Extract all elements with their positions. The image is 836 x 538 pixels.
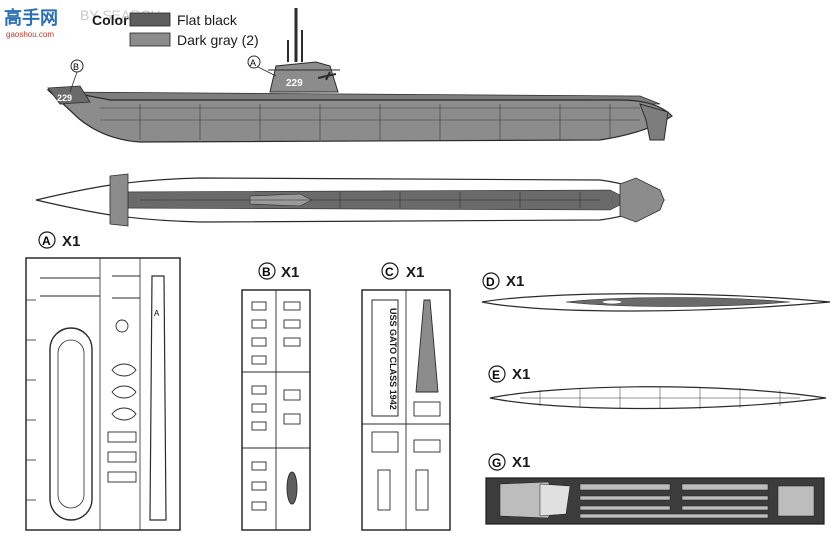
submarine-side-view: 229 229 B A xyxy=(46,8,673,143)
sprue-b-parts xyxy=(242,290,310,530)
sprue-c-group: C X1 USS GATO CLASS 1942 xyxy=(361,262,451,531)
sprue-b-letter: B xyxy=(262,265,271,279)
top-stern-planes xyxy=(619,177,665,223)
top-deck-grating xyxy=(140,192,600,208)
part-e-hull xyxy=(489,386,827,410)
submarine-top-view xyxy=(35,173,666,227)
part-d-qty: X1 xyxy=(506,273,524,290)
part-e-badge xyxy=(488,365,506,383)
sprue-a-oval-inner xyxy=(57,339,85,509)
part-e-group: E X1 xyxy=(488,365,827,410)
main-hull xyxy=(46,89,673,143)
hull-panel-lines xyxy=(100,104,640,140)
part-e-letter: E xyxy=(492,368,500,382)
color-legend: Color: Flat black Dark gray (2) xyxy=(92,12,259,48)
sprue-a-oval-part xyxy=(49,327,93,521)
part-d-badge xyxy=(482,272,500,290)
bow-hull-number: 229 xyxy=(57,93,72,103)
sprue-c-letter: C xyxy=(385,265,394,279)
part-g-group: G X1 xyxy=(485,453,825,525)
sprue-a-deck-mark: A xyxy=(154,309,160,318)
sprue-a-gates xyxy=(26,258,141,530)
legend-label-flat-black: Flat black xyxy=(177,12,238,28)
legend-heading: Color: xyxy=(92,12,133,28)
callout-b-letter: B xyxy=(73,62,79,72)
sprue-a-small-parts xyxy=(40,275,140,483)
callout-a-letter: A xyxy=(250,58,256,68)
part-g-etched-parts xyxy=(499,481,815,519)
sprue-a-group: A X1 A xyxy=(25,231,181,531)
sprue-c-parts xyxy=(362,290,450,530)
callout-b-leader xyxy=(69,71,78,93)
top-bow-planes xyxy=(109,173,129,227)
bow-section xyxy=(47,85,91,105)
watermark-site-url: gaoshou.com xyxy=(6,30,54,39)
legend-label-dark-gray: Dark gray (2) xyxy=(177,32,259,48)
part-g-qty: X1 xyxy=(512,454,530,471)
part-g-badge xyxy=(488,453,506,471)
part-d-hatch xyxy=(601,299,623,305)
sprue-a-qty: X1 xyxy=(62,233,80,250)
sprue-c-badge xyxy=(381,262,399,280)
callout-a-leader xyxy=(257,66,277,77)
sprue-c-name-text: USS GATO CLASS 1942 xyxy=(388,308,398,410)
sprue-b-group: B X1 xyxy=(241,262,311,531)
sprue-c-qty: X1 xyxy=(406,264,424,281)
sprue-a-frame xyxy=(25,257,181,531)
tower-hull-number: 229 xyxy=(286,78,303,89)
part-d-letter: D xyxy=(486,275,495,289)
sprue-c-deck-part xyxy=(415,299,439,393)
watermark-site-name: 高手网 xyxy=(4,7,58,28)
sprue-a-deck-part xyxy=(149,275,167,521)
sprue-b-qty: X1 xyxy=(281,264,299,281)
stern-rudder xyxy=(639,103,669,141)
sprue-b-badge xyxy=(258,262,276,280)
deck-gun xyxy=(317,71,337,81)
part-d-deck xyxy=(565,297,791,307)
part-e-qty: X1 xyxy=(512,366,530,383)
part-e-frames xyxy=(520,387,800,409)
legend-swatch-dark-gray xyxy=(129,32,171,47)
sprue-a-letter: A xyxy=(42,234,51,248)
sprue-a-badge xyxy=(38,231,56,249)
sprue-c-name-plate xyxy=(371,299,399,417)
callout-a-circle xyxy=(247,55,261,69)
legend-swatch-flat-black xyxy=(129,12,171,27)
part-d-group: D X1 xyxy=(481,272,831,312)
part-g-letter: G xyxy=(492,456,501,470)
